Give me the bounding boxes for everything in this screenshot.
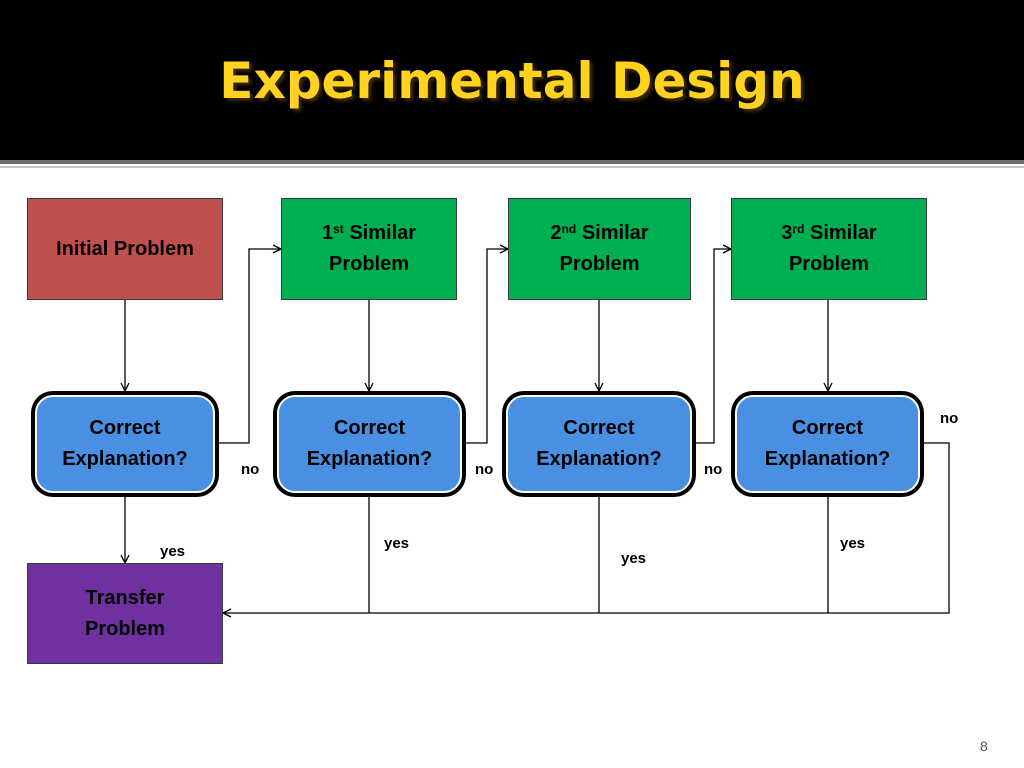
edge-label-no-1: no xyxy=(241,461,260,478)
decision1-line2: Explanation? xyxy=(62,448,188,470)
decision4-line1: Correct xyxy=(791,417,864,439)
node-similar-1: 1st Similar Problem xyxy=(281,198,457,300)
similar3-number: 3 xyxy=(781,222,793,244)
edge-decision3-no-to-similar3 xyxy=(695,249,731,444)
similar2-word: Similar xyxy=(581,222,649,244)
edge-label-no-4: no xyxy=(940,410,959,427)
similar1-word: Similar xyxy=(349,222,417,244)
edge-decision1-no-to-similar1 xyxy=(219,249,281,444)
similar3-ordinal: rd xyxy=(792,222,805,236)
decision3-line2: Explanation? xyxy=(536,448,662,470)
decision-node-4: Correct Explanation? xyxy=(731,391,924,497)
edge-decision4-no-to-transfer xyxy=(223,442,950,613)
node-similar-3: 3rd Similar Problem xyxy=(731,198,927,300)
decision-node-3: Correct Explanation? xyxy=(502,391,696,497)
title-separator-light xyxy=(0,166,1024,168)
similar2-ordinal: nd xyxy=(561,222,577,236)
node-transfer-problem: Transfer Problem xyxy=(27,563,223,664)
similar3-line2: Problem xyxy=(788,253,869,275)
decision-node-2: Correct Explanation? xyxy=(273,391,466,497)
edge-decision2-no-to-similar2 xyxy=(465,249,508,444)
node-similar-2: 2nd Similar Problem xyxy=(508,198,691,300)
edge-label-yes-4: yes xyxy=(840,535,866,552)
decision-node-1: Correct Explanation? xyxy=(31,391,219,497)
edge-label-yes-2: yes xyxy=(384,535,410,552)
edge-label-no-2: no xyxy=(475,461,494,478)
page-number: 8 xyxy=(980,738,988,754)
node-initial-problem: Initial Problem xyxy=(27,198,223,300)
similar1-number: 1 xyxy=(321,222,334,244)
decision4-line2: Explanation? xyxy=(764,448,891,470)
similar3-word: Similar xyxy=(809,222,877,244)
slide-title: Experimental Design xyxy=(219,52,805,110)
transfer-line2: Problem xyxy=(84,617,166,640)
decision3-line1: Correct xyxy=(563,417,635,439)
decision2-line2: Explanation? xyxy=(306,448,433,470)
similar2-line2: Problem xyxy=(559,253,640,275)
similar1-line2: Problem xyxy=(328,253,410,275)
title-bar xyxy=(0,0,1024,160)
edge-label-yes-1: yes xyxy=(160,543,186,560)
edge-label-yes-3: yes xyxy=(621,550,647,567)
edge-label-no-3: no xyxy=(704,461,723,478)
transfer-line1: Transfer xyxy=(85,586,165,609)
similar2-number: 2 xyxy=(550,222,562,244)
title-separator xyxy=(0,160,1024,164)
similar1-ordinal: st xyxy=(333,222,344,236)
decision1-line1: Correct xyxy=(89,417,161,439)
decision2-line1: Correct xyxy=(333,417,406,439)
node-initial-label: Initial Problem xyxy=(56,237,194,260)
